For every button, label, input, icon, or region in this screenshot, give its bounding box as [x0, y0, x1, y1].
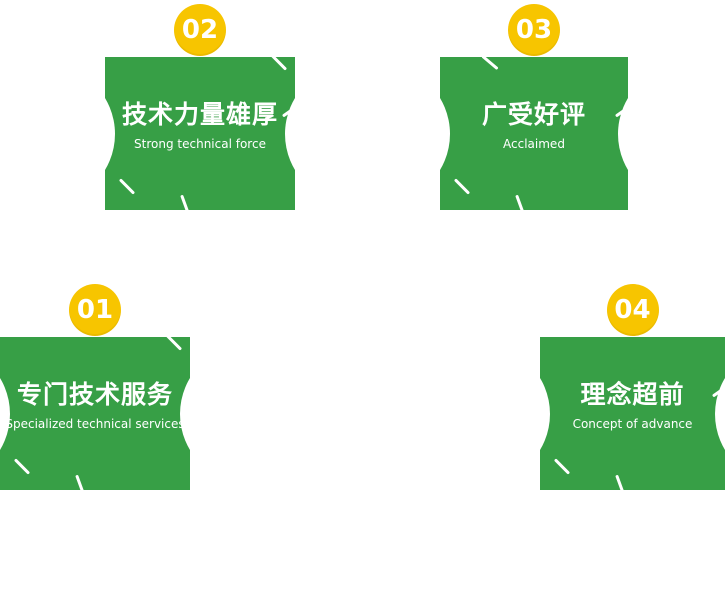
decorative-dash	[75, 474, 85, 490]
feature-text: 广受好评 Acclaimed	[482, 100, 586, 151]
feature-text: 技术力量雄厚 Strong technical force	[122, 100, 278, 151]
feature-card-04: 04 理念超前 Concept of advance	[540, 284, 725, 490]
number-badge: 01	[69, 284, 121, 336]
side-notch-right	[618, 63, 628, 204]
number-badge: 02	[174, 4, 226, 56]
number-badge: 04	[606, 284, 659, 336]
feature-panel: 专门技术服务 Specialized technical services	[0, 337, 190, 490]
decorative-dash	[13, 458, 31, 475]
side-notch-left	[540, 343, 550, 484]
side-notch-right	[180, 343, 190, 484]
decorative-dash	[615, 474, 625, 490]
feature-panel: 广受好评 Acclaimed	[440, 57, 628, 210]
decorative-dash	[270, 57, 288, 71]
badge-number: 02	[181, 15, 219, 45]
feature-title: 专门技术服务	[16, 380, 173, 409]
side-notch-right	[285, 63, 295, 204]
badge-number: 03	[515, 15, 553, 45]
feature-card-03: 03 广受好评 Acclaimed	[440, 4, 628, 210]
feature-panel: 技术力量雄厚 Strong technical force	[105, 57, 295, 210]
decorative-dash	[453, 178, 471, 195]
feature-subtitle: Concept of advance	[572, 417, 693, 431]
feature-panel: 理念超前 Concept of advance	[540, 337, 725, 490]
feature-title: 广受好评	[481, 100, 586, 129]
side-notch-left	[105, 63, 115, 204]
badge-number: 04	[614, 295, 651, 325]
decorative-dash	[481, 57, 499, 71]
feature-title: 技术力量雄厚	[121, 100, 278, 129]
side-notch-right	[715, 343, 725, 484]
side-notch-left	[440, 63, 450, 204]
feature-card-01: 01 专门技术服务 Specialized technical services	[0, 284, 190, 490]
decorative-dash	[515, 194, 525, 210]
badge-number: 01	[76, 295, 114, 325]
feature-text: 理念超前 Concept of advance	[573, 380, 693, 431]
feature-title: 理念超前	[580, 380, 685, 409]
decorative-dash	[180, 194, 190, 210]
feature-subtitle: Specialized technical services	[5, 417, 185, 431]
feature-card-02: 02 技术力量雄厚 Strong technical force	[105, 4, 295, 210]
decorative-dash	[165, 337, 183, 351]
decorative-dash	[553, 458, 571, 475]
side-notch-left	[0, 343, 10, 484]
feature-text: 专门技术服务 Specialized technical services	[5, 380, 184, 431]
number-badge: 03	[508, 4, 560, 56]
decorative-dash	[118, 178, 136, 195]
feature-subtitle: Strong technical force	[134, 137, 266, 151]
feature-subtitle: Acclaimed	[503, 137, 565, 151]
